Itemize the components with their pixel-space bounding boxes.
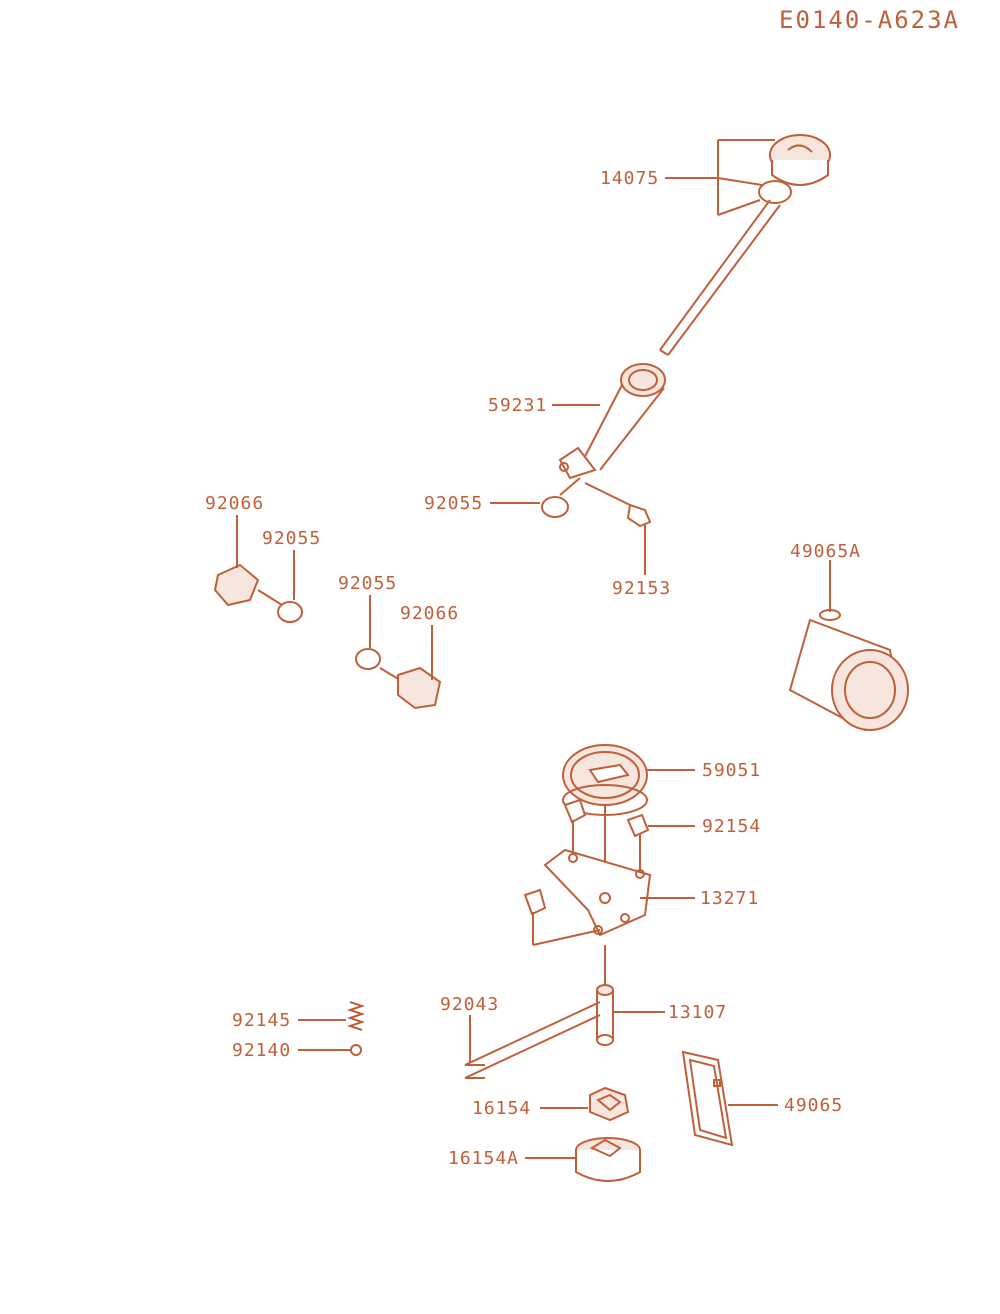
part-label-92055-c: 92055	[338, 573, 398, 594]
dipstick-oring-part	[758, 180, 792, 204]
drain-plug-guide	[379, 667, 401, 681]
tube-oring-part	[541, 496, 569, 518]
part-label-49065: 49065	[784, 1095, 844, 1116]
drain-plug-left-part	[213, 563, 283, 607]
part-label-92140: 92140	[232, 1040, 292, 1061]
gasket-49065-part	[681, 1050, 734, 1147]
leader-14075	[665, 139, 775, 216]
oil-filler-tube-part	[558, 363, 666, 480]
drain-oring-right-part	[355, 648, 381, 670]
plate-13271-part	[543, 848, 652, 937]
shaft-13107-part	[596, 984, 614, 1046]
spring-92145-part	[346, 1001, 366, 1031]
dipstick-rod-part	[659, 199, 781, 356]
screw-plate-part	[523, 888, 547, 916]
pins-92043-part	[464, 1001, 601, 1079]
part-label-92066-a: 92066	[205, 493, 265, 514]
screw-92154-b-part	[626, 813, 650, 838]
part-label-92055-b: 92055	[262, 528, 322, 549]
part-label-92066-b: 92066	[400, 603, 460, 624]
part-label-49065A: 49065A	[790, 541, 862, 562]
part-label-59051: 59051	[702, 760, 762, 781]
part-label-13271: 13271	[700, 888, 760, 909]
rotor-16154A-part	[575, 1137, 641, 1182]
dipstick-cap-part	[769, 134, 831, 186]
bolt-92153-part	[584, 482, 652, 528]
part-label-92154: 92154	[702, 816, 762, 837]
tube-oring-guide	[559, 477, 581, 496]
part-label-92145: 92145	[232, 1010, 292, 1031]
rotor-16154-part	[589, 1086, 630, 1122]
ball-92140-part	[350, 1044, 362, 1056]
part-label-59231: 59231	[488, 395, 548, 416]
gear-59051-part	[562, 744, 648, 816]
screw-92154-a-part	[563, 798, 587, 824]
screw-plate-guide-2	[532, 929, 601, 946]
part-label-92043: 92043	[440, 994, 500, 1015]
part-label-16154A: 16154A	[448, 1148, 520, 1169]
part-label-14075: 14075	[600, 168, 660, 189]
part-label-13107: 13107	[668, 1002, 728, 1023]
drain-oring-left-part	[277, 601, 303, 623]
oil-filter-part	[788, 609, 909, 732]
part-label-92055-a: 92055	[424, 493, 484, 514]
part-label-92153: 92153	[612, 578, 672, 599]
diagram-code: E0140-A623A	[779, 6, 960, 34]
part-label-16154: 16154	[472, 1098, 532, 1119]
drain-plug-right-part	[397, 666, 442, 710]
